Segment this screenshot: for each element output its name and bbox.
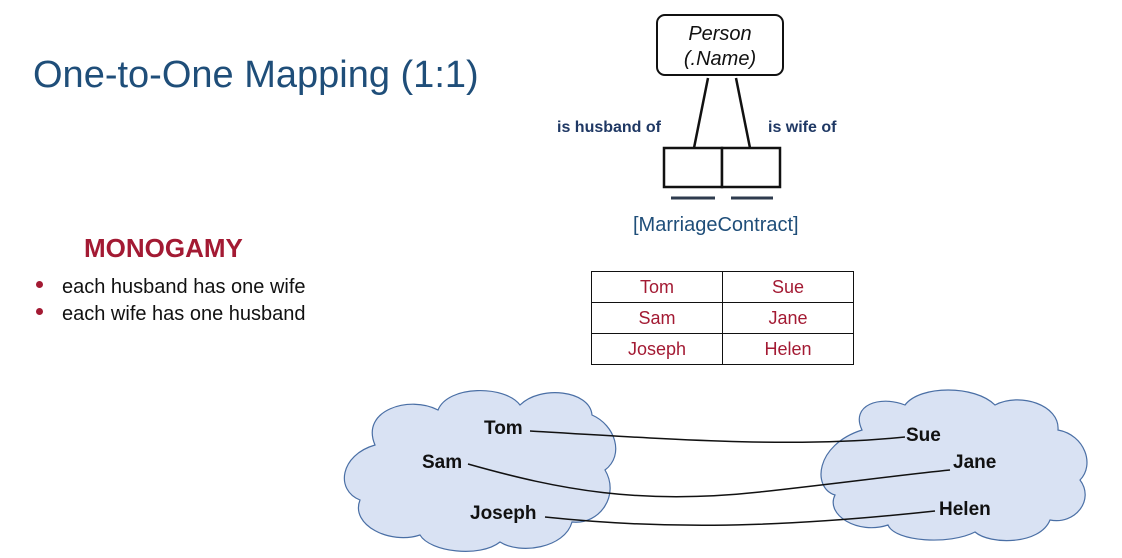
role-label-husband: is husband of [557, 119, 661, 136]
table-row: Sam Jane [591, 302, 854, 334]
table-row: Tom Sue [591, 271, 854, 303]
role-connector-left [692, 77, 710, 149]
fact-type-name: [MarriageContract] [633, 214, 799, 236]
link-sam-jane [467, 463, 951, 498]
table-row: Joseph Helen [591, 333, 854, 365]
husbands-cloud [343, 389, 617, 552]
role-label-wife: is wife of [768, 119, 837, 136]
link-joseph-helen [544, 510, 936, 527]
role-box-husband [662, 146, 724, 189]
husband-name: Joseph [470, 503, 537, 524]
entity-name: Person [688, 23, 752, 45]
slide-title: One-to-One Mapping (1:1) [33, 54, 479, 96]
wife-name: Helen [939, 499, 991, 520]
table-cell: Jane [722, 302, 854, 334]
link-tom-sue [529, 430, 906, 444]
monogamy-heading: MONOGAMY [84, 233, 243, 263]
entity-ref-mode: (.Name) [683, 48, 757, 70]
role-connector-right [734, 77, 752, 149]
wife-name: Jane [953, 452, 996, 473]
bullet-item: each wife has one husband [36, 301, 306, 328]
fact-table: Tom Sue Sam Jane Joseph Helen [591, 271, 854, 365]
wives-cloud [820, 389, 1088, 542]
husband-name: Tom [484, 418, 523, 439]
wife-name: Sue [906, 425, 941, 446]
monogamy-bullets: each husband has one wife each wife has … [36, 274, 306, 328]
table-cell: Sam [591, 302, 723, 334]
bullet-item: each husband has one wife [36, 274, 306, 301]
husband-name: Sam [422, 452, 462, 473]
role-box-wife [720, 146, 782, 189]
table-cell: Tom [591, 271, 723, 303]
person-entity: Person (.Name) [656, 14, 784, 76]
table-cell: Sue [722, 271, 854, 303]
table-cell: Joseph [591, 333, 723, 365]
table-cell: Helen [722, 333, 854, 365]
